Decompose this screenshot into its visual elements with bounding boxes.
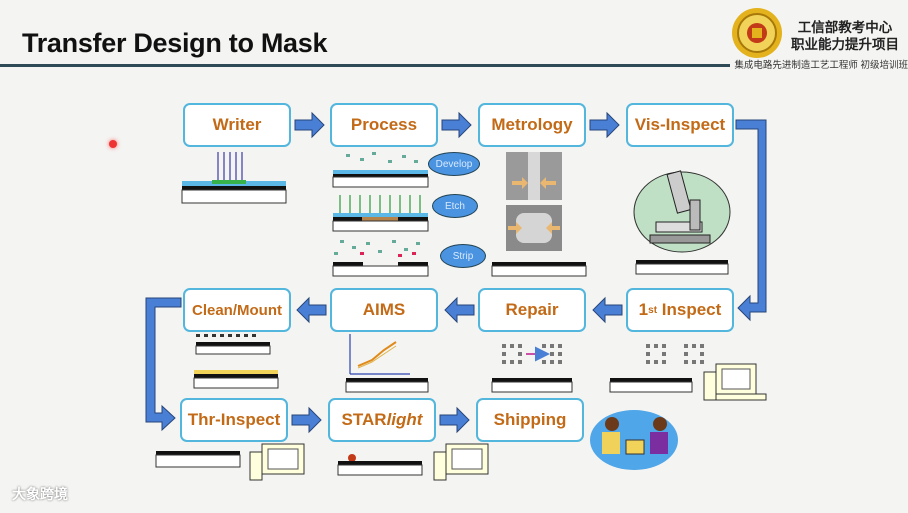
step-aims: AIMS xyxy=(330,288,438,332)
step-repair-label: Repair xyxy=(505,300,559,319)
arrow-repair-aims xyxy=(444,296,475,324)
thr-inspect-illustration xyxy=(155,443,305,481)
etch-bubble: Etch xyxy=(432,194,478,218)
metrology-images xyxy=(491,152,587,277)
step-vis-inspect-label: Vis-Inspect xyxy=(634,115,726,134)
step-repair: Repair xyxy=(478,288,586,332)
arrow-starlight-shipping xyxy=(439,406,470,434)
writer-illustration xyxy=(181,152,287,204)
step-first-inspect-num: 1 xyxy=(638,300,649,319)
watermark-text: 大象跨境 xyxy=(12,486,68,502)
step-thr-inspect: Thr-Inspect xyxy=(180,398,288,442)
step-first-inspect-sup: st xyxy=(648,304,658,316)
arrow-thrinspect-starlight xyxy=(291,406,322,434)
starlight-illustration xyxy=(337,443,489,481)
step-shipping-label: Shipping xyxy=(493,410,567,429)
step-starlight-prefix: STAR xyxy=(341,410,387,429)
step-metrology-label: Metrology xyxy=(491,115,573,134)
develop-bubble: Develop xyxy=(428,152,480,176)
aims-graph-illustration xyxy=(345,334,429,393)
pointer-cursor xyxy=(109,140,117,148)
org-line-1: 工信部教考中心 xyxy=(797,20,893,35)
strip-bubble-label: Strip xyxy=(452,250,474,262)
step-metrology: Metrology xyxy=(478,103,586,147)
arrow-process-metrology xyxy=(441,111,472,139)
course-subtitle: 集成电路先进制造工艺工程师 初级培训班 xyxy=(734,60,908,71)
step-aims-label: AIMS xyxy=(362,300,406,319)
step-first-inspect-label: Inspect xyxy=(661,300,722,319)
title-underline xyxy=(0,64,730,67)
develop-bubble-label: Develop xyxy=(435,158,473,170)
arrow-cleanmount-thrinspect xyxy=(145,297,182,432)
process-etch-illustration xyxy=(332,195,429,232)
step-process-label: Process xyxy=(350,115,418,134)
arrow-writer-process xyxy=(294,111,325,139)
step-shipping: Shipping xyxy=(476,398,584,442)
repair-illustration xyxy=(491,344,573,393)
etch-bubble-label: Etch xyxy=(444,200,465,212)
arrow-visinspect-firstinspect xyxy=(735,119,767,322)
arrow-metrology-visinspect xyxy=(589,111,620,139)
step-process: Process xyxy=(330,103,438,147)
step-vis-inspect: Vis-Inspect xyxy=(626,103,734,147)
step-writer-label: Writer xyxy=(212,115,262,134)
step-clean-mount: Clean/Mount xyxy=(183,288,291,332)
slide-title: Transfer Design to Mask xyxy=(22,28,328,58)
arrow-aims-cleanmount xyxy=(296,296,327,324)
process-develop-illustration xyxy=(332,152,429,188)
step-starlight-italic: light xyxy=(386,410,423,429)
microscope-illustration xyxy=(633,170,731,275)
process-strip-illustration xyxy=(332,240,429,277)
first-inspect-illustration xyxy=(609,344,767,401)
strip-bubble: Strip xyxy=(440,244,486,268)
step-thr-inspect-label: Thr-Inspect xyxy=(187,410,281,429)
step-writer: Writer xyxy=(183,103,291,147)
step-clean-mount-label: Clean/Mount xyxy=(192,301,282,319)
arrow-firstinspect-repair xyxy=(592,296,623,324)
clean-mount-illustration xyxy=(193,334,279,389)
logo-emblem xyxy=(732,8,782,58)
org-line-2: 职业能力提升项目 xyxy=(791,37,899,52)
shipping-handshake-illustration xyxy=(590,410,678,470)
